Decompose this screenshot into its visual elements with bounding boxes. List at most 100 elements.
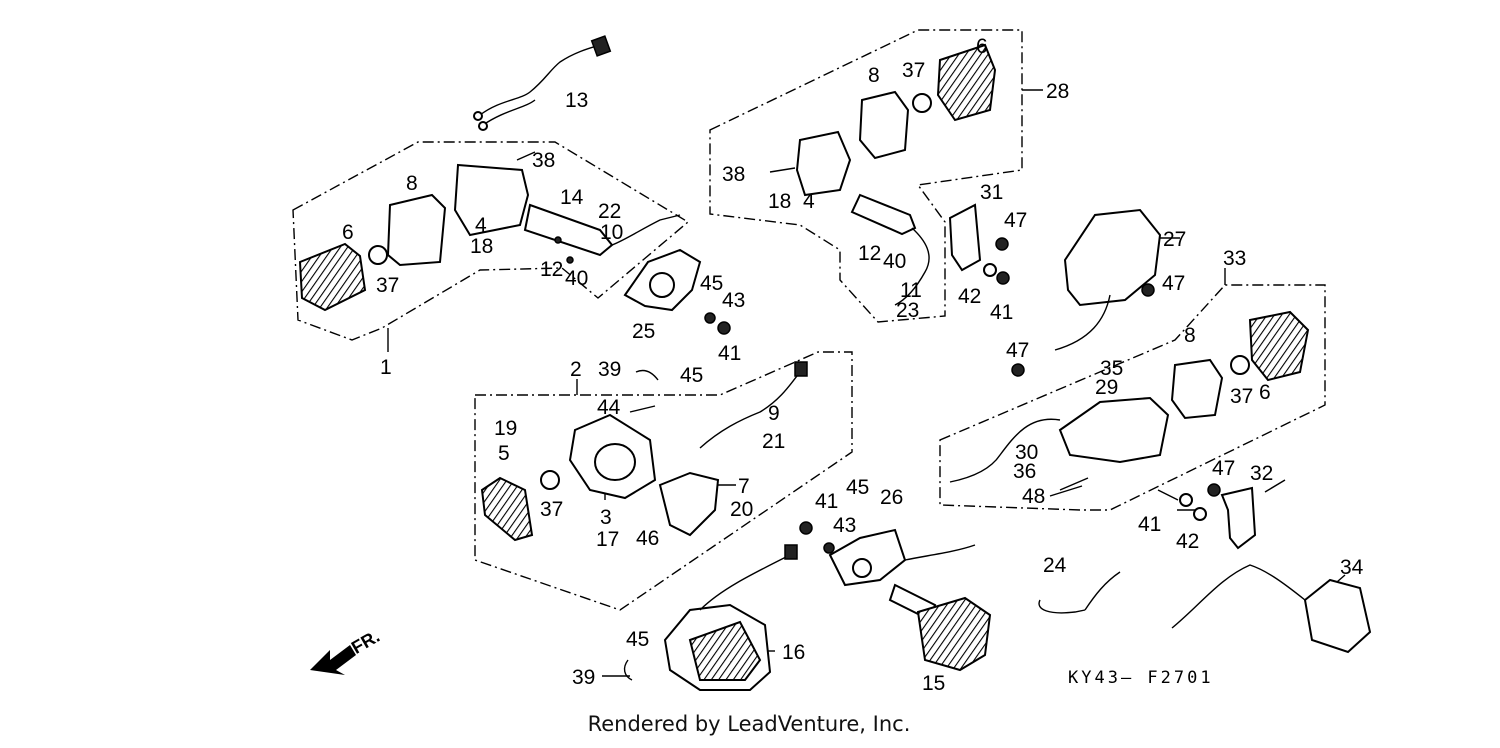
stay-14	[523, 203, 614, 257]
housing-4-upper	[795, 130, 852, 197]
bracket-26	[828, 528, 907, 587]
group-outline-assembly-33	[939, 284, 1326, 511]
part-label: 45	[680, 364, 703, 387]
part-label: 19	[494, 417, 517, 440]
lens-6-upper-right	[936, 43, 997, 122]
part-label: 41	[815, 490, 838, 513]
signal-34	[1303, 578, 1372, 654]
lens-7-front	[658, 471, 720, 537]
part-label: 41	[718, 342, 741, 365]
rim-8-upper	[858, 90, 910, 160]
part-label: 46	[636, 527, 659, 550]
housing-4-left	[453, 163, 530, 237]
bulb-37-front	[540, 470, 560, 490]
part-label: 45	[700, 272, 723, 295]
bulb-37-upper	[912, 93, 932, 113]
part-label: 29	[1095, 376, 1118, 399]
wire-24	[1038, 571, 1121, 614]
footer-text: Rendered by LeadVenture, Inc.	[587, 712, 911, 736]
part-label: 3	[600, 506, 612, 529]
part-label: 42	[958, 285, 981, 308]
rim-8-left	[386, 193, 447, 267]
part-label: 23	[896, 299, 919, 322]
part-label: 33	[1223, 247, 1246, 270]
part-label: 7	[738, 475, 750, 498]
part-label: 6	[976, 35, 988, 58]
part-label: 12	[858, 242, 881, 265]
part-label: 37	[540, 498, 563, 521]
part-label: 4	[803, 190, 815, 213]
part-label: 22	[598, 200, 621, 223]
bulb-37-right	[1230, 355, 1250, 375]
part-label: 14	[560, 186, 584, 209]
part-label: 11	[900, 279, 922, 302]
bracket-31	[948, 203, 982, 272]
diagram-code: KY43– F2701	[1068, 668, 1214, 688]
part-label: 40	[565, 267, 588, 290]
part-label: 30	[1015, 441, 1038, 464]
part-label: 8	[406, 172, 418, 195]
lens-6-right	[1248, 310, 1310, 382]
part-label: 40	[883, 250, 906, 273]
part-label: 37	[376, 274, 399, 297]
part-label: 18	[768, 190, 791, 213]
leader-lines	[387, 89, 1346, 677]
part-label: 28	[1046, 80, 1069, 103]
part-label: 48	[1022, 485, 1045, 508]
footer-credit: Rendered by LeadVenture, Inc.	[0, 712, 1500, 736]
part-label: 9	[768, 402, 780, 425]
group-outline-assembly-28	[709, 29, 1023, 323]
group-outline-assembly-2	[474, 351, 853, 611]
part-number-labels: 13 38 8 14 22 10 6 4 18 12 40 37 45 43 2…	[342, 35, 1364, 695]
front-direction-arrow: FR.	[310, 626, 383, 675]
part-label: 18	[470, 235, 493, 258]
part-label: 31	[980, 181, 1003, 204]
part-label: 17	[596, 528, 619, 551]
part-label: 47	[1004, 209, 1027, 232]
part-label: 15	[922, 672, 945, 695]
part-label: 43	[722, 289, 745, 312]
part-label: 36	[1013, 460, 1036, 483]
part-label: 8	[868, 64, 880, 87]
part-label: 8	[1184, 324, 1196, 347]
lens-5-front	[480, 476, 534, 542]
part-label: 24	[1043, 554, 1067, 577]
part-label: 1	[380, 356, 392, 379]
part-label: 44	[597, 396, 621, 419]
rim-8-right	[1170, 358, 1224, 420]
part-label: 41	[990, 301, 1013, 324]
part-label: 39	[598, 358, 621, 381]
part-label: 26	[880, 486, 903, 509]
part-label: 32	[1250, 462, 1273, 485]
part-label: 34	[1340, 556, 1364, 579]
part-label: 47	[1006, 339, 1029, 362]
part-label: 6	[342, 221, 354, 244]
part-label: 27	[1163, 228, 1186, 251]
part-label: 43	[833, 514, 856, 537]
part-label: 45	[846, 476, 869, 499]
part-label: 20	[730, 498, 753, 521]
housing-29	[1058, 396, 1170, 464]
part-label: 42	[1176, 530, 1199, 553]
part-label: 47	[1162, 272, 1185, 295]
signal-27	[1063, 208, 1162, 307]
part-label: 12	[540, 258, 563, 281]
part-label: 45	[626, 628, 649, 651]
part-label: 39	[572, 666, 595, 689]
part-label: 25	[632, 320, 655, 343]
part-label: 4	[475, 214, 487, 237]
part-label: 2	[570, 358, 582, 381]
part-label: 16	[782, 641, 805, 664]
bulb-37-left	[368, 245, 388, 265]
group-outline-assembly-1	[292, 141, 690, 341]
wire-harness-13	[479, 44, 601, 116]
lens-6-left	[298, 242, 367, 312]
part-label: 37	[1230, 385, 1253, 408]
stay-upper	[850, 193, 917, 236]
part-label: 13	[565, 89, 588, 112]
part-label: 37	[902, 59, 925, 82]
signal-15	[916, 596, 992, 672]
part-label: 5	[498, 442, 510, 465]
part-label: 35	[1100, 357, 1123, 380]
